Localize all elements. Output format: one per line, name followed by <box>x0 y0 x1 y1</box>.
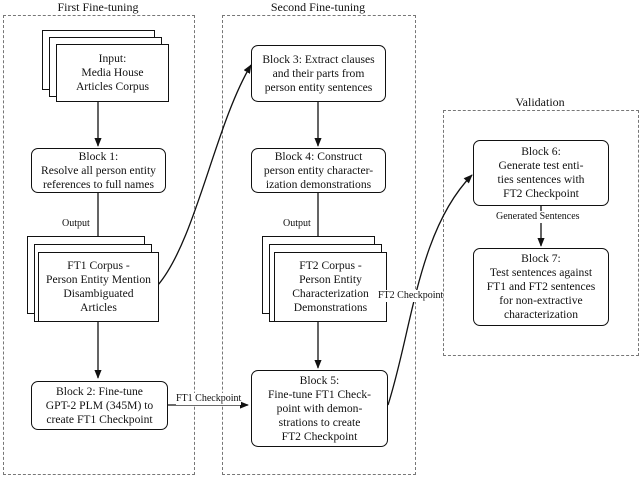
input-corpus-box: Input: Media House Articles Corpus <box>56 44 169 102</box>
generated-sentences-label: Generated Sentences <box>496 211 580 223</box>
block-3: Block 3: Extract clauses and their parts… <box>251 45 386 102</box>
validation-title: Validation <box>515 95 565 109</box>
input-corpus-label: Input: Media House Articles Corpus <box>75 52 150 93</box>
ft1-corpus-label: FT1 Corpus - Person Entity Mention Disam… <box>46 259 151 314</box>
ft2-checkpoint-label: FT2 Checkpoint <box>378 290 444 302</box>
arrow-ft1-corpus-to-block3 <box>157 64 252 286</box>
block-4: Block 4: Construct person entity charact… <box>251 148 386 193</box>
ft2-corpus-label: FT2 Corpus - Person Entity Characterizat… <box>292 259 369 314</box>
ft2-corpus-box: FT2 Corpus - Person Entity Characterizat… <box>274 252 387 322</box>
block-2: Block 2: Fine-tune GPT-2 PLM (345M) to c… <box>31 381 168 430</box>
second-finetuning-title: Second Fine-tuning <box>270 0 366 14</box>
first-finetuning-title: First Fine-tuning <box>57 0 139 14</box>
block-5: Block 5: Fine-tune FT1 Check- point with… <box>251 370 388 447</box>
arrow-block5-to-block6 <box>387 174 473 406</box>
block-4-label: Block 4: Construct person entity charact… <box>263 149 374 191</box>
block-7: Block 7: Test sentences against FT1 and … <box>473 248 609 326</box>
block-6-label: Block 6: Generate test enti- ties senten… <box>497 145 585 200</box>
ft1-corpus-box: FT1 Corpus - Person Entity Mention Disam… <box>38 252 159 322</box>
block-3-label: Block 3: Extract clauses and their parts… <box>262 52 375 94</box>
validation-section <box>443 110 639 356</box>
block-7-label: Block 7: Test sentences against FT1 and … <box>486 252 596 321</box>
block-5-label: Block 5: Fine-tune FT1 Check- point with… <box>267 373 372 443</box>
block-2-label: Block 2: Fine-tune GPT-2 PLM (345M) to c… <box>45 384 154 426</box>
output-label-1: Output <box>62 218 90 230</box>
first-finetuning-section <box>3 15 195 475</box>
block-1-label: Block 1: Resolve all person entity refer… <box>41 149 156 191</box>
output-label-2: Output <box>283 218 311 230</box>
block-1: Block 1: Resolve all person entity refer… <box>31 148 166 193</box>
ft1-checkpoint-label: FT1 Checkpoint <box>176 393 242 405</box>
second-finetuning-section <box>222 15 416 475</box>
block-6: Block 6: Generate test enti- ties senten… <box>473 140 609 206</box>
